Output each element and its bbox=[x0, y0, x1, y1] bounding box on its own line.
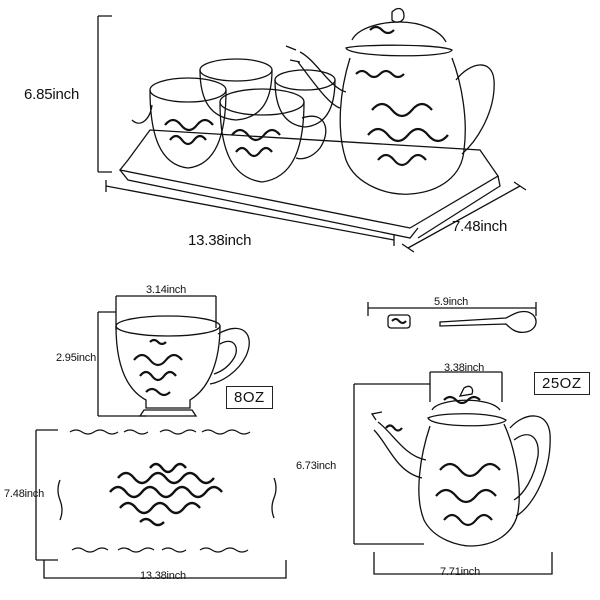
teapot-width-dimension bbox=[373, 552, 553, 575]
cup-height-label: 2.95inch bbox=[56, 352, 96, 364]
set-height-dimension bbox=[97, 15, 112, 173]
cup-back-right bbox=[274, 69, 336, 91]
set-length-dimension bbox=[105, 180, 395, 246]
set-width-label: 7.48inch bbox=[452, 218, 508, 235]
cup-capacity-label: 8OZ bbox=[226, 386, 273, 409]
cup-front-left bbox=[149, 77, 227, 103]
teapot-width-label: 7.71inch bbox=[440, 566, 480, 578]
cup-height-dimension bbox=[97, 311, 146, 417]
teapot-on-tray bbox=[285, 7, 495, 195]
cup-back-left bbox=[199, 58, 273, 82]
tray-width-dimension bbox=[35, 429, 58, 561]
spoon-length-dimension bbox=[367, 302, 537, 316]
teapot-illustration bbox=[370, 385, 551, 547]
spoon-tag-icon bbox=[387, 314, 411, 329]
tray-top-view bbox=[57, 429, 277, 553]
tray-length-label: 13.38inch bbox=[140, 570, 186, 582]
teapot-height-dimension bbox=[353, 383, 430, 545]
cup-width-label: 3.14inch bbox=[146, 284, 186, 296]
spoon-illustration bbox=[387, 310, 537, 334]
teapot-top-dimension bbox=[429, 371, 503, 402]
cup-front-center bbox=[219, 88, 305, 116]
tea-set-illustration bbox=[118, 7, 501, 239]
tray-outline bbox=[118, 129, 499, 229]
spoon-length-label: 5.9inch bbox=[434, 296, 469, 308]
teapot-top-label: 3.38inch bbox=[444, 362, 484, 374]
teapot-height-label: 6.73inch bbox=[296, 460, 336, 472]
set-width-dimension bbox=[401, 181, 527, 253]
set-length-label: 13.38inch bbox=[188, 232, 252, 249]
teapot-capacity-label: 25OZ bbox=[534, 372, 590, 395]
set-height-label: 6.85inch bbox=[24, 86, 80, 103]
tray-width-label: 7.48inch bbox=[4, 488, 44, 500]
cup-illustration bbox=[115, 315, 250, 417]
tray-length-dimension bbox=[43, 560, 287, 579]
cup-width-dimension bbox=[115, 295, 217, 330]
